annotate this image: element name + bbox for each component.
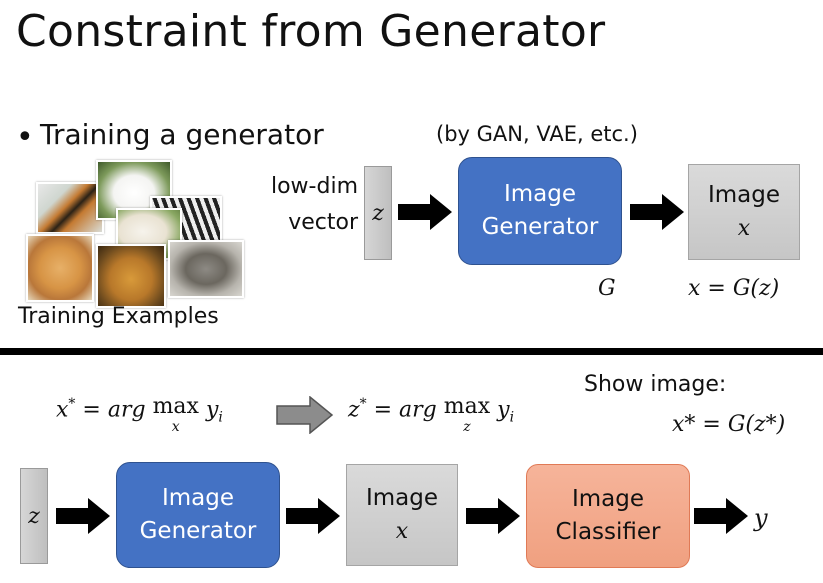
photo-tiger — [36, 182, 104, 234]
z-label-top: z — [372, 200, 384, 226]
arrow-bottom-4 — [694, 498, 748, 534]
generator-line1-top: Image — [503, 180, 577, 207]
image-box-top: Image x — [688, 164, 800, 260]
image-line2-bottom: x — [395, 518, 409, 544]
image-line2-top: x — [737, 215, 751, 241]
gray-arrow — [276, 396, 334, 434]
arrow-top-2 — [630, 194, 684, 230]
arrow-bottom-1 — [56, 498, 110, 534]
image-line1-top: Image — [707, 182, 781, 209]
bullet-text: Training a generator — [40, 118, 324, 151]
show-image-label: Show image: — [584, 372, 727, 397]
arrow-bottom-3 — [466, 498, 520, 534]
output-y: y — [754, 504, 768, 532]
gan-vae-note: (by GAN, VAE, etc.) — [436, 122, 638, 146]
vector-label-2: vector — [288, 210, 358, 235]
training-photos — [24, 158, 244, 308]
photo-doge — [26, 234, 94, 302]
arrow-bottom-2 — [286, 498, 340, 534]
show-image-equation: x* = G(z*) — [672, 412, 786, 437]
x-equals-gz: x = G(z) — [688, 276, 780, 301]
image-generator-bottom: Image Generator — [116, 462, 280, 568]
image-line1-bottom: Image — [365, 485, 439, 512]
photo-cat — [96, 244, 166, 308]
classifier-line2: Classifier — [555, 519, 661, 545]
photo-wolf — [168, 240, 244, 298]
generator-line2-bottom: Generator — [139, 518, 257, 544]
arrow-top-1 — [398, 194, 452, 230]
image-box-bottom: Image x — [346, 464, 458, 566]
training-caption: Training Examples — [18, 304, 219, 329]
bullet-dot: • — [16, 120, 34, 155]
generator-line1-bottom: Image — [161, 484, 235, 511]
separator-line — [0, 348, 823, 355]
z-vector-bottom: z — [20, 468, 48, 564]
z-label-bottom: z — [28, 503, 40, 529]
vector-label-1: low-dim — [270, 174, 358, 199]
image-generator-top: Image Generator — [458, 157, 622, 265]
g-label: G — [598, 276, 616, 301]
slide-title: Constraint from Generator — [16, 6, 606, 57]
z-vector-top: z — [364, 166, 392, 260]
classifier-line1: Image — [571, 485, 645, 512]
image-classifier: Image Classifier — [526, 464, 690, 568]
generator-line2-top: Generator — [481, 214, 599, 240]
